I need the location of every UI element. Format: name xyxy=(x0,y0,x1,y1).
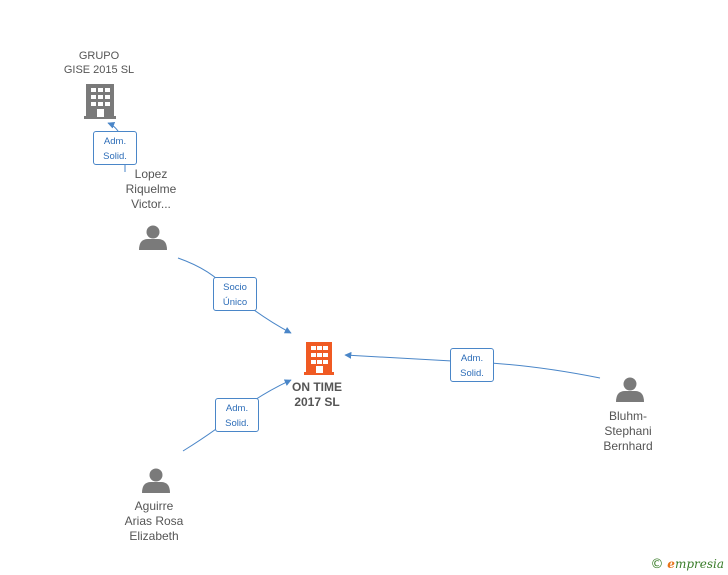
node-label-on-time[interactable]: ON TIME 2017 SL xyxy=(292,380,342,409)
brand-name: mpresia xyxy=(674,557,724,571)
person-icon-lopez[interactable] xyxy=(139,225,167,251)
person-icon-bluhm[interactable] xyxy=(616,377,644,403)
building-focus-icon[interactable] xyxy=(304,342,334,375)
node-label-lopez[interactable]: Lopez Riquelme Victor... xyxy=(125,167,177,211)
brand-initial: e xyxy=(667,557,675,571)
edge-label-lopez-grupo: Adm. Solid. xyxy=(93,131,137,165)
empresia-logo: © empresia xyxy=(650,557,724,572)
node-label-aguirre[interactable]: Aguirre Arias Rosa Elizabeth xyxy=(124,499,184,543)
edge-label-bluhm-ontime: Adm. Solid. xyxy=(450,348,494,382)
node-label-bluhm[interactable]: Bluhm- Stephani Bernhard xyxy=(603,409,653,453)
edge-label-lopez-ontime: Socio Único xyxy=(213,277,257,311)
person-icon-aguirre[interactable] xyxy=(142,468,170,494)
copyright-symbol: © xyxy=(650,557,664,572)
building-icon[interactable] xyxy=(84,84,116,119)
edge-label-aguirre-ontime: Adm. Solid. xyxy=(215,398,259,432)
node-label-grupo-gise[interactable]: GRUPO GISE 2015 SL xyxy=(63,50,135,76)
